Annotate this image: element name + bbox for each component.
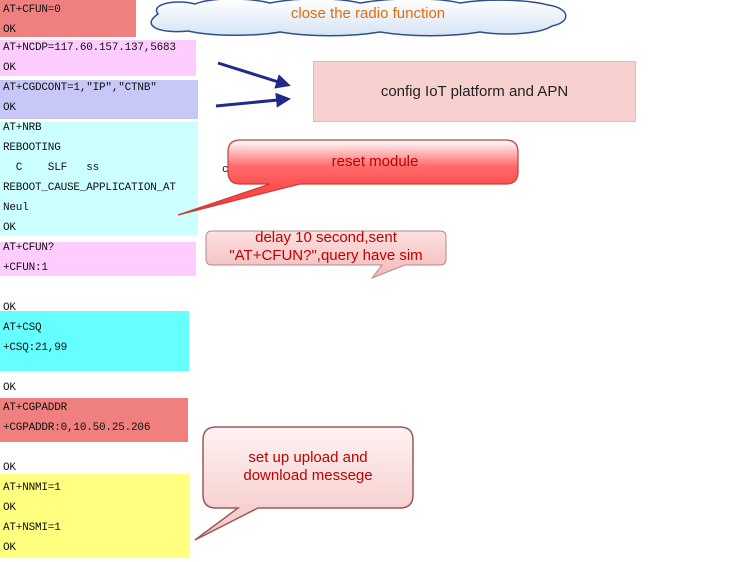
log-line: AT+CFUN=0 [3,4,61,16]
log-line: OK [3,382,16,394]
log-line: AT+NSMI=1 [3,522,61,534]
log-line: OK [3,222,16,234]
upload-callout-shape [194,426,414,541]
log-block-nrb [0,122,198,235]
delay-callout-line: "AT+CFUN?",query have sim [229,247,423,264]
log-line: +CGPADDR:0,10.50.25.206 [3,422,151,434]
log-line: AT+NCDP=117.60.157.137,5683 [3,42,176,54]
delay-callout-shape [205,230,447,280]
log-line: OK [3,102,16,114]
log-line: C SLF ss [3,162,100,174]
delay-callout-label: delay 10 second,sent "AT+CFUN?",query ha… [206,229,446,265]
cloud-label: close the radio function [290,5,446,22]
log-line: REBOOTING [3,142,61,154]
log-line: +CSQ:21,99 [3,342,68,354]
stray-character: c [222,164,229,176]
upload-callout-label: set up upload and download messege [203,449,413,485]
arrow-to-config [217,61,291,89]
log-line: OK [3,502,16,514]
arrow-to-config [215,92,291,108]
log-line: OK [3,24,16,36]
cloud-shape [150,0,567,37]
log-block-cfun-off [0,0,136,37]
log-line: Neul [3,202,29,214]
log-line: AT+CSQ [3,322,42,334]
config-platform-box: config IoT platform and APN [313,61,636,122]
log-block-nnmi-nsmi [0,474,190,558]
reset-callout-shape [177,139,519,216]
log-line: AT+CFUN? [3,242,55,254]
log-line: REBOOT_CAUSE_APPLICATION_AT [3,182,176,194]
log-line: OK [3,62,16,74]
upload-callout-line: download messege [243,467,373,484]
delay-callout-line: delay 10 second,sent [255,229,397,246]
log-line: AT+NNMI=1 [3,482,61,494]
upload-callout-line: set up upload and [248,449,368,466]
log-block-cgpaddr [0,398,188,442]
log-line: +CFUN:1 [3,262,48,274]
config-platform-label: config IoT platform and APN [380,83,569,100]
reset-callout-label: reset module [331,153,419,170]
log-line: OK [3,542,16,554]
log-block-cfun-query [0,242,196,276]
log-line: AT+CGPADDR [3,402,68,414]
log-line: AT+CGDCONT=1,"IP","CTNB" [3,82,157,94]
log-line: OK [3,462,16,474]
log-block-cgdcont [0,80,198,119]
log-block-csq [0,311,189,371]
log-line: AT+NRB [3,122,42,134]
log-block-ncdp [0,40,196,76]
